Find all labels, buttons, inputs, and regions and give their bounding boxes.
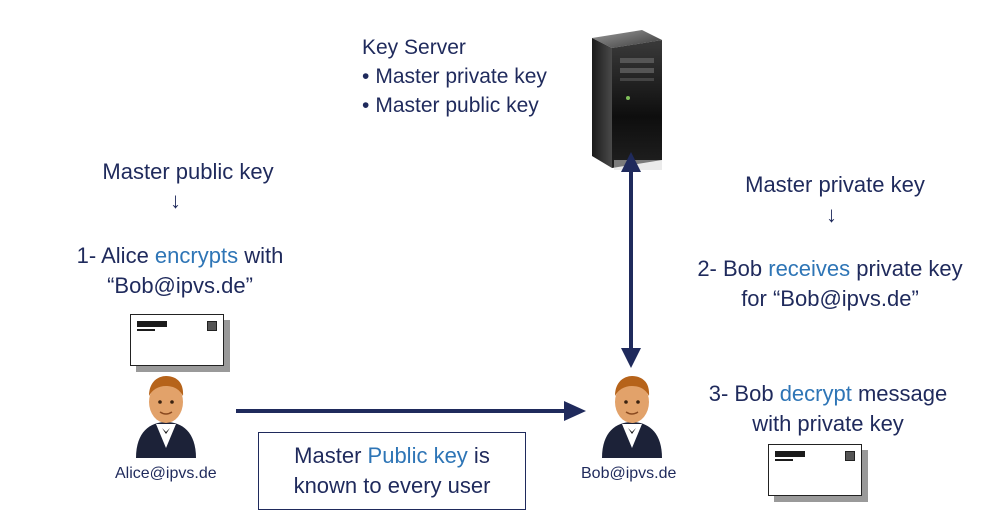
bob-step3-line2: with private key	[752, 411, 904, 436]
alice-envelope-icon	[130, 314, 224, 366]
alice-step-highlight: encrypts	[154, 243, 239, 268]
bob-step3-highlight: decrypt	[779, 381, 852, 406]
info-box-highlight: Public key	[367, 443, 468, 468]
server-item-private: Master private key	[362, 62, 547, 91]
bob-master-private-key-label: Master private key	[745, 172, 925, 197]
bob-email-label: Bob@ipvs.de	[581, 465, 677, 482]
server-item-public: Master public key	[362, 91, 547, 120]
bob-step2-line2: for “Bob@ipvs.de”	[741, 286, 919, 311]
bob-user-avatar-icon	[602, 376, 662, 458]
alice-email-label: Alice@ipvs.de	[115, 465, 217, 482]
alice-step-line1: 1- Alice encrypts with	[76, 243, 284, 268]
master-public-key-info-box: Master Public key is known to every user	[258, 432, 526, 510]
alice-master-public-key-label: Master public key	[102, 159, 274, 184]
bob-step2-text: 2- Bob receives private key for “Bob@ipv…	[680, 254, 980, 314]
key-server-list: Master private key Master public key	[362, 62, 547, 120]
alice-down-arrow: ↓	[170, 188, 181, 213]
info-box-line2: known to every user	[293, 473, 491, 498]
bob-down-arrow: ↓	[826, 202, 837, 227]
alice-step-text: 1- Alice encrypts with “Bob@ipvs.de”	[40, 241, 320, 301]
key-server-title: Key Server	[362, 36, 466, 59]
server-bob-arrow	[621, 152, 641, 368]
server-tower-icon	[592, 30, 662, 170]
info-box-line1: Master Public key is	[294, 443, 490, 468]
alice-step-line2: “Bob@ipvs.de”	[107, 273, 253, 298]
bob-step2-line1: 2- Bob receives private key	[697, 256, 963, 281]
alice-user-avatar-icon	[136, 376, 196, 458]
alice-bob-arrow	[236, 401, 586, 421]
bob-step3-text: 3- Bob decrypt message with private key	[688, 379, 968, 439]
bob-step2-highlight: receives	[768, 256, 851, 281]
bob-step3-line1: 3- Bob decrypt message	[708, 381, 948, 406]
bob-envelope-icon	[768, 444, 862, 496]
